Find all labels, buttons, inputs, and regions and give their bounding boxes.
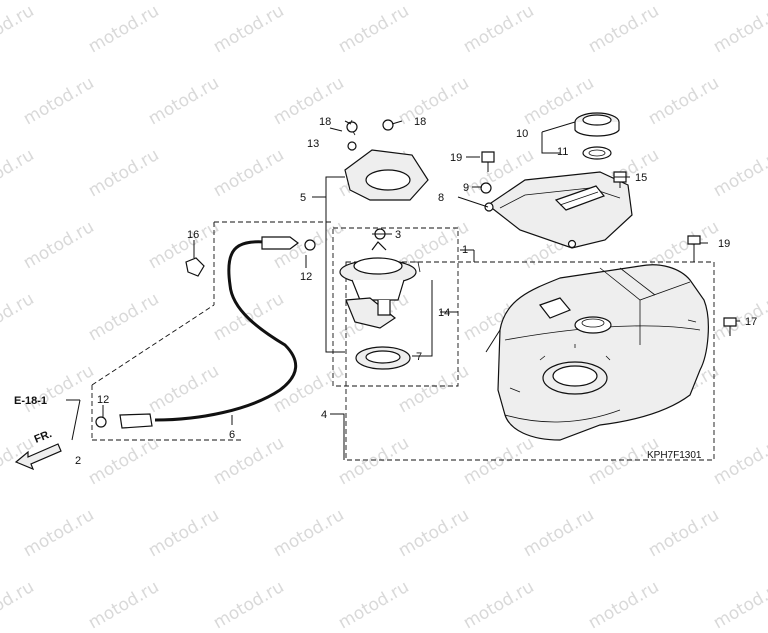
- callouts: 1 2 3 4 5 6 7 8 9 10 11 12 12 13 14 15 1…: [75, 116, 757, 467]
- fuel-hose: [95, 236, 316, 429]
- callout-11: 11: [557, 146, 568, 158]
- callout-8: 8: [438, 192, 444, 204]
- setting-plate: [344, 119, 429, 201]
- fuel-pump: [339, 241, 421, 329]
- watermark-text: motod.ru: [585, 577, 663, 633]
- callout-19-cover: 19: [450, 152, 462, 164]
- callout-18-right: 18: [414, 116, 426, 128]
- callout-17: 17: [745, 316, 757, 328]
- group-boxes: [91, 176, 715, 461]
- watermark-text: motod.ru: [710, 577, 768, 633]
- fuel-tank-parts-diagram: FR. 1 2 3 4 5 6 7 8 9 10: [14, 112, 757, 471]
- fuel-cap: [574, 112, 620, 160]
- callout-7: 7: [416, 351, 422, 363]
- callout-13: 13: [307, 138, 319, 150]
- watermark-text: motod.ru: [460, 577, 538, 633]
- direction-label: FR.: [33, 428, 54, 446]
- leader-lines: [66, 120, 740, 441]
- callout-18-left: 18: [319, 116, 331, 128]
- callout-14: 14: [438, 307, 450, 319]
- callout-9: 9: [463, 182, 469, 194]
- watermark-text: motod.ru: [0, 577, 38, 633]
- callout-4: 4: [321, 409, 327, 421]
- tank-cover: [484, 171, 633, 249]
- callout-6: 6: [229, 429, 235, 441]
- diagram-code: KPH7F1301: [647, 450, 702, 461]
- callout-12-pump: 12: [300, 271, 312, 283]
- callout-16: 16: [187, 229, 199, 241]
- callout-3: 3: [395, 229, 401, 241]
- callout-19-tank: 19: [718, 238, 730, 250]
- fuel-tank: [497, 264, 709, 441]
- watermark-text: motod.ru: [85, 577, 163, 633]
- pump-gasket: [355, 346, 411, 370]
- watermark-text: motod.ru: [210, 577, 288, 633]
- small-fasteners: [185, 151, 737, 336]
- callout-5: 5: [300, 192, 306, 204]
- callout-12-hose: 12: [97, 394, 109, 406]
- callout-10: 10: [516, 128, 528, 140]
- callout-1: 1: [462, 244, 468, 256]
- watermark-text: motod.ru: [335, 577, 413, 633]
- front-direction-arrow: FR.: [14, 428, 62, 471]
- section-reference: E-18-1: [14, 395, 47, 407]
- callout-15: 15: [635, 172, 647, 184]
- callout-2: 2: [75, 455, 81, 467]
